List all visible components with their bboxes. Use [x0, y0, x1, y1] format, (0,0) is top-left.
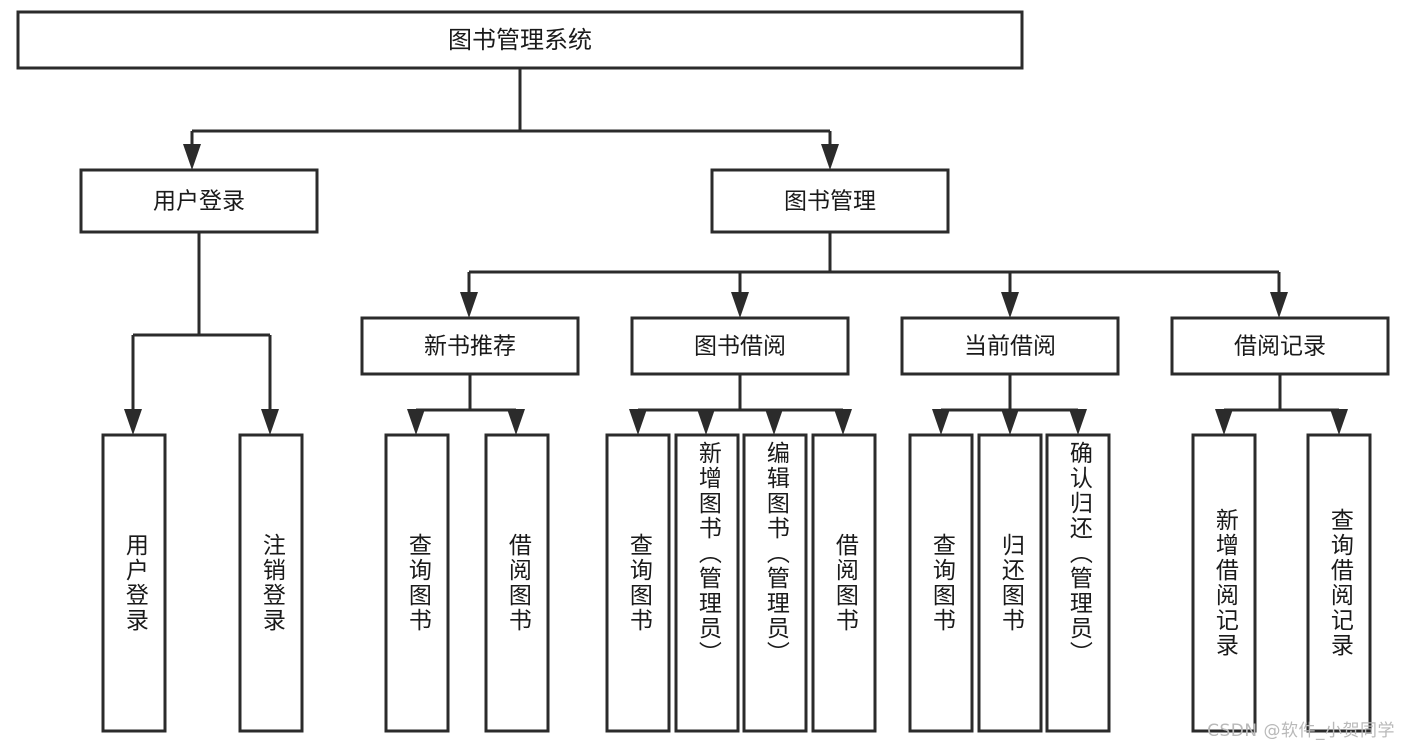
- node-current-borrow-box[interactable]: [900, 316, 1120, 376]
- leaf-box-new-book-2[interactable]: [484, 433, 550, 733]
- arrow-to-book-mgmt: [821, 144, 839, 170]
- leaf-box-group: [101, 433, 1372, 733]
- arrow-to-borrow-record: [1270, 292, 1288, 318]
- node-book-management[interactable]: 图书管理: [710, 168, 950, 234]
- node-user-login-label: 用户登录: [153, 189, 245, 215]
- node-new-book-recommend[interactable]: 新书推荐: [360, 316, 580, 376]
- leaf-box-current-borrow-2[interactable]: [977, 433, 1043, 733]
- node-borrow-record-box[interactable]: [1170, 316, 1390, 376]
- arrow-currentborrow-leaf-3: [1069, 409, 1087, 435]
- node-borrow-record-label: 借阅记录: [1234, 334, 1326, 360]
- leaf-box-book-borrow-2[interactable]: [674, 433, 740, 733]
- leaf-box-book-borrow-3[interactable]: [742, 433, 808, 733]
- arrow-newbook-leaf-1: [407, 409, 425, 435]
- arrow-bookborrow-leaf-4: [834, 409, 852, 435]
- arrow-borrowrecord-leaf-1: [1215, 409, 1233, 435]
- leaf-box-current-borrow-1[interactable]: [908, 433, 974, 733]
- node-user-login[interactable]: 用户登录: [79, 168, 319, 234]
- leaf-box-user-login-2[interactable]: [238, 433, 304, 733]
- arrow-to-current-borrow: [1001, 292, 1019, 318]
- arrow-borrowrecord-leaf-2: [1330, 409, 1348, 435]
- node-book-management-box[interactable]: [710, 168, 950, 234]
- node-book-borrow[interactable]: 图书借阅: [630, 316, 850, 376]
- leaf-box-book-borrow-1[interactable]: [605, 433, 671, 733]
- leaf-box-borrow-record-1[interactable]: [1191, 433, 1257, 733]
- arrow-to-new-book-recommend: [460, 292, 478, 318]
- node-book-management-label: 图书管理: [784, 189, 876, 215]
- node-root[interactable]: 图书管理系统: [16, 10, 1024, 70]
- leaf-box-current-borrow-3[interactable]: [1045, 433, 1111, 733]
- arrow-to-user-login: [183, 144, 201, 170]
- leaf-box-borrow-record-2[interactable]: [1306, 433, 1372, 733]
- node-root-box[interactable]: [16, 10, 1024, 70]
- arrow-to-book-borrow: [731, 292, 749, 318]
- arrow-userlogin-leaf-2: [261, 409, 279, 435]
- arrow-newbook-leaf-2: [507, 409, 525, 435]
- connector-group: [124, 68, 1348, 435]
- node-book-borrow-label: 图书借阅: [694, 334, 786, 360]
- leaf-box-new-book-1[interactable]: [384, 433, 450, 733]
- node-current-borrow[interactable]: 当前借阅: [900, 316, 1120, 376]
- csdn-watermark: CSDN @软件_小贺同学: [1207, 721, 1395, 741]
- node-new-book-recommend-box[interactable]: [360, 316, 580, 376]
- leaf-box-user-login-1[interactable]: [101, 433, 167, 733]
- node-current-borrow-label: 当前借阅: [964, 334, 1056, 360]
- node-borrow-record[interactable]: 借阅记录: [1170, 316, 1390, 376]
- leaf-box-book-borrow-4[interactable]: [811, 433, 877, 733]
- arrow-currentborrow-leaf-1: [932, 409, 950, 435]
- arrow-bookborrow-leaf-1: [629, 409, 647, 435]
- arrow-userlogin-leaf-1: [124, 409, 142, 435]
- arrow-bookborrow-leaf-2: [697, 409, 715, 435]
- node-book-borrow-box[interactable]: [630, 316, 850, 376]
- arrow-currentborrow-leaf-2: [1001, 409, 1019, 435]
- node-new-book-recommend-label: 新书推荐: [424, 334, 516, 360]
- arrow-bookborrow-leaf-3: [765, 409, 783, 435]
- node-user-login-box[interactable]: [79, 168, 319, 234]
- node-root-label: 图书管理系统: [448, 26, 592, 54]
